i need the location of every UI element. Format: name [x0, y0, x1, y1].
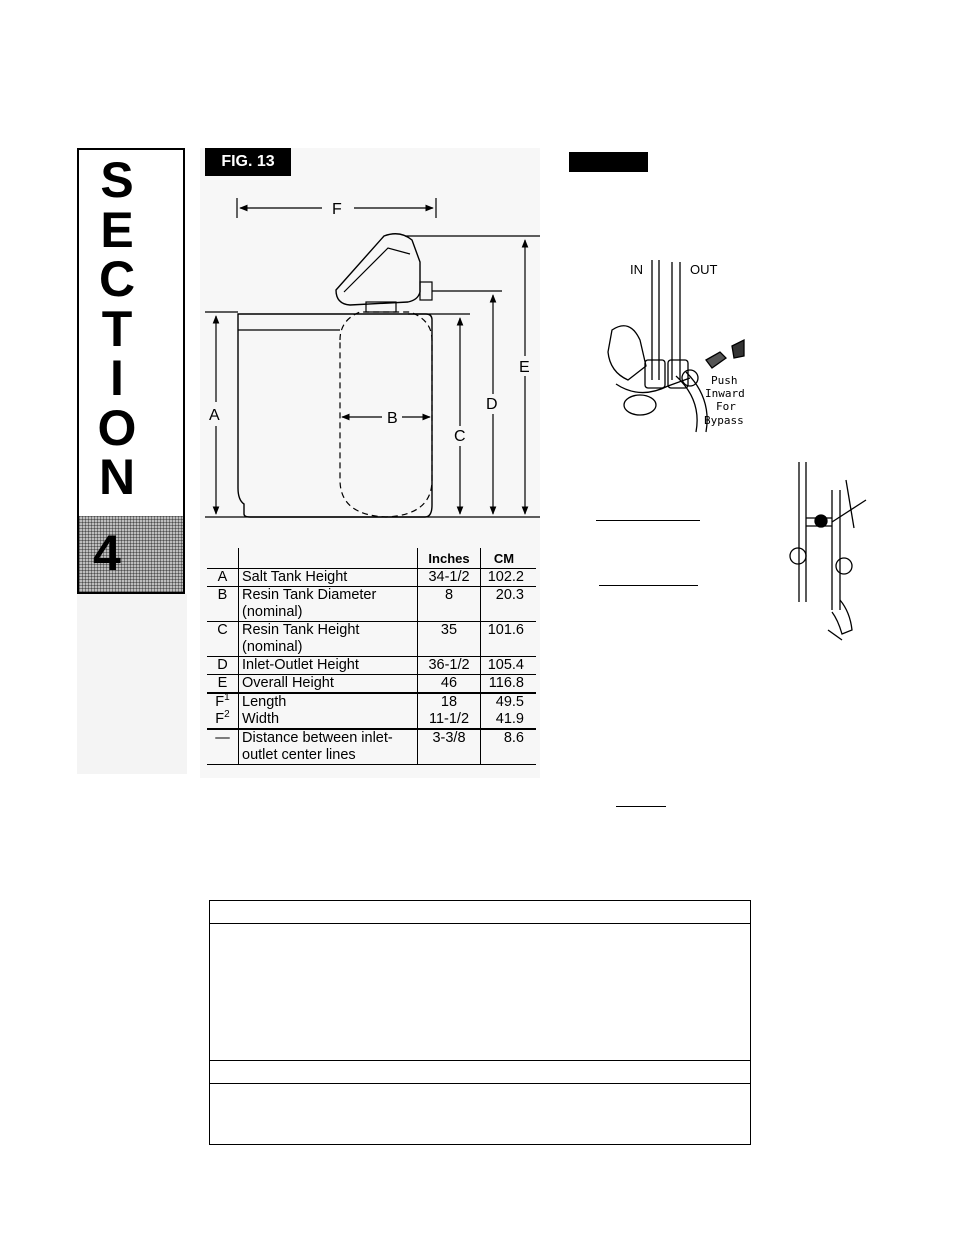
row-cm: 20.3 — [480, 586, 536, 622]
table-row: F2 Width 11-1/2 41.9 — [207, 709, 536, 729]
section-letter: E — [100, 201, 134, 258]
row-cm: 101.6 — [480, 621, 536, 657]
header-inches: Inches — [417, 548, 481, 569]
specification-table: Inches CM A Salt Tank Height 34-1/2 102.… — [207, 548, 536, 765]
section-letter: T — [101, 300, 133, 357]
dim-label-b: B — [387, 410, 398, 427]
bypass-push-text: Bypass — [704, 414, 744, 427]
bypass-valve-drawing: IN OUT Push Inward For Bypass — [607, 260, 745, 433]
table-row: — Distance between inlet-outlet center l… — [207, 728, 536, 765]
row-key: C — [207, 621, 239, 657]
pipe-valve-drawing — [789, 462, 867, 641]
row-description: Length — [238, 692, 418, 711]
row-key-superscript: 1 — [224, 692, 230, 704]
section-number-box: 4 — [79, 516, 183, 592]
section-tab-shadow — [77, 594, 187, 774]
table-row: C Resin Tank Height (nominal) 35 101.6 — [207, 621, 536, 657]
blank-underline — [599, 585, 698, 586]
table-row: A Salt Tank Height 34-1/2 102.2 — [207, 568, 536, 587]
row-inches: 8 — [417, 586, 481, 622]
section-letter: N — [98, 449, 136, 505]
table-row: E Overall Height 46 116.8 — [207, 674, 536, 693]
table-row: B Resin Tank Diameter (nominal) 8 20.3 — [207, 586, 536, 622]
section-letter: S — [100, 152, 134, 208]
row-cm: 105.4 — [480, 656, 536, 675]
dim-label-f: F — [332, 201, 342, 218]
dim-label-c: C — [454, 428, 466, 445]
row-description: Resin Tank Diameter (nominal) — [238, 586, 418, 622]
row-inches: 3-3/8 — [417, 728, 481, 765]
figure-label: FIG. 13 — [205, 148, 291, 176]
row-key: F2 — [207, 709, 239, 729]
section-tab: S E C T I O N 4 — [77, 148, 185, 594]
header-cm: CM — [493, 551, 515, 566]
blank-underline — [616, 806, 666, 807]
row-key: — — [207, 728, 239, 765]
row-key-superscript: 2 — [224, 709, 230, 721]
row-cm: 41.9 — [495, 711, 524, 727]
dim-label-a: A — [209, 407, 220, 424]
table-row: D Inlet-Outlet Height 36-1/2 105.4 — [207, 656, 536, 675]
redacted-heading-bar — [569, 152, 648, 172]
row-description: Width — [238, 711, 418, 729]
row-inches: 11-1/2 — [417, 711, 481, 729]
row-description: Distance between inlet-outlet center lin… — [238, 728, 418, 765]
row-cm: 116.8 — [480, 674, 536, 693]
row-cm: 8.6 — [480, 728, 536, 765]
table-header-row: Inches CM — [207, 548, 536, 569]
info-box — [209, 900, 751, 1061]
row-key: A — [207, 568, 239, 587]
row-description: Salt Tank Height — [238, 568, 418, 587]
row-key: F1 — [207, 692, 239, 711]
row-key: E — [207, 674, 239, 693]
section-word: S E C T I O N — [87, 152, 147, 505]
row-description: Overall Height — [238, 674, 418, 693]
info-box-divider — [210, 923, 750, 924]
header-key — [207, 548, 239, 569]
bypass-in-label: IN — [630, 262, 643, 277]
info-box — [209, 1060, 751, 1145]
row-inches: 34-1/2 — [417, 568, 481, 587]
row-inches: 35 — [417, 621, 481, 657]
row-cm: 102.2 — [480, 568, 536, 587]
row-description: Resin Tank Height (nominal) — [238, 621, 418, 657]
softener-dimension-drawing: F A B C D E — [205, 198, 540, 518]
row-inches: 36-1/2 — [417, 656, 481, 675]
section-number: 4 — [93, 525, 121, 581]
row-key: B — [207, 586, 239, 622]
row-cm: 49.5 — [480, 692, 536, 711]
row-inches: 46 — [417, 674, 481, 693]
row-description: Inlet-Outlet Height — [238, 656, 418, 675]
info-box-divider — [210, 1083, 750, 1084]
bypass-push-text: Inward — [705, 387, 745, 400]
row-inches: 18 — [417, 692, 481, 711]
blank-underline — [596, 520, 700, 521]
bypass-out-label: OUT — [690, 262, 718, 277]
bypass-push-text: For — [716, 400, 736, 413]
row-key: D — [207, 656, 239, 675]
section-letter: C — [98, 251, 136, 307]
dim-label-e: E — [519, 359, 530, 376]
bypass-push-text: Push — [711, 374, 738, 387]
section-letter: O — [97, 399, 137, 456]
row-key-letter: F — [215, 711, 225, 727]
table-row: F1 Length 18 49.5 — [207, 692, 536, 711]
dim-label-d: D — [486, 396, 498, 413]
section-letter: I — [110, 350, 124, 406]
row-key-letter: F — [215, 694, 225, 710]
header-description — [238, 548, 418, 569]
